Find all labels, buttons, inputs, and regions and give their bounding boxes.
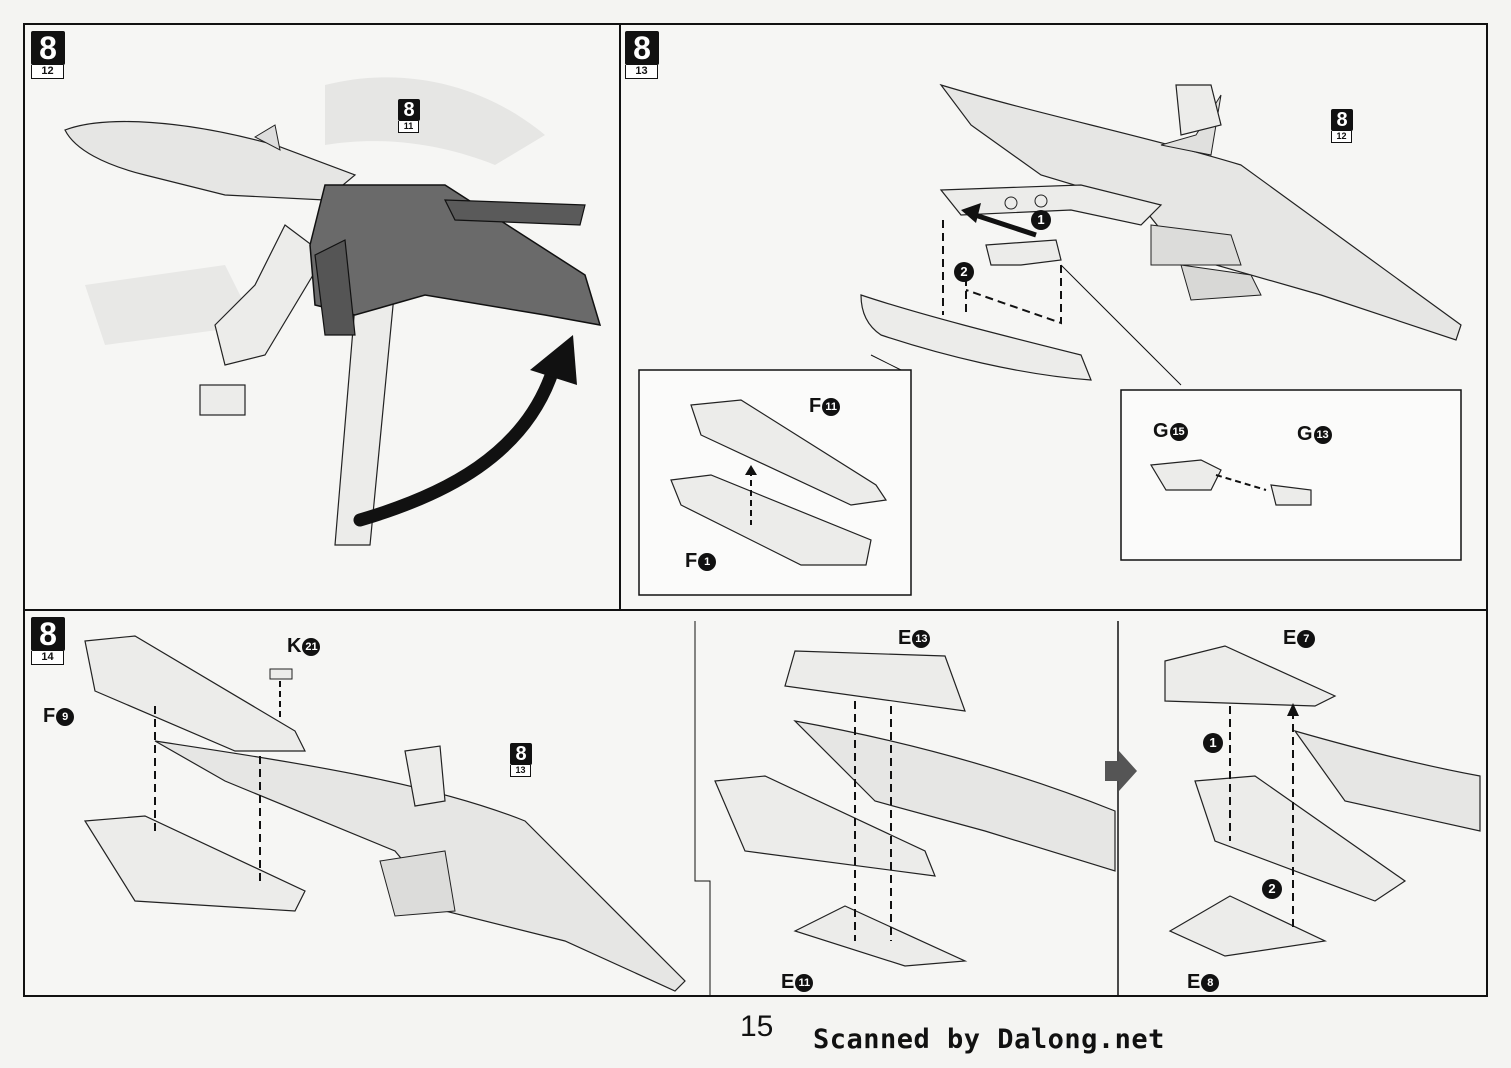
part-number: 13: [912, 630, 931, 648]
step-marker-2: 2: [954, 262, 974, 282]
assembly-illustration-wing-attach: [64, 77, 602, 546]
part-number: 7: [1297, 630, 1316, 648]
step-subnumber: 14: [31, 651, 64, 665]
scan-credit: Scanned by Dalong.net: [813, 1024, 1165, 1055]
step-marker-2: 2: [1262, 879, 1282, 899]
part-letter: F: [685, 550, 698, 572]
reference-badge: 8 13: [510, 743, 532, 777]
reference-step-subnumber: 13: [510, 765, 531, 777]
part-letter: E: [781, 971, 795, 993]
part-number: 9: [56, 708, 75, 726]
part-number: 13: [1313, 426, 1332, 444]
reference-badge: 8 12: [1331, 109, 1353, 143]
step-badge: 8 14: [31, 617, 65, 665]
part-letter: G: [1153, 420, 1169, 442]
step-marker-1: 1: [1203, 733, 1223, 753]
reference-step-subnumber: 12: [1331, 131, 1352, 143]
reference-step-subnumber: 11: [398, 121, 419, 133]
step-number: 8: [31, 31, 65, 65]
part-letter: E: [1187, 971, 1201, 993]
part-letter: E: [898, 627, 912, 649]
assembly-illustration-covers: [83, 621, 1481, 995]
part-number: 21: [302, 638, 321, 656]
part-number: 11: [795, 974, 814, 992]
reference-badge: 8 11: [398, 99, 420, 133]
part-number: 11: [822, 398, 841, 416]
part-letter: K: [287, 635, 302, 657]
page-number: 15: [740, 1010, 774, 1043]
step-number: 8: [31, 617, 65, 651]
part-letter: G: [1297, 423, 1313, 445]
reference-step-number: 8: [510, 743, 532, 765]
reference-step-number: 8: [398, 99, 420, 121]
assembly-illustration-pod-attach: [638, 83, 1462, 596]
part-number: 8: [1201, 974, 1220, 992]
step-subnumber: 12: [31, 65, 64, 79]
panel-step-8-12: 8 12 8 11: [23, 23, 621, 611]
part-number: 1: [698, 553, 717, 571]
step-badge: 8 12: [31, 31, 65, 79]
part-letter: F: [43, 705, 56, 727]
part-number: 15: [1169, 423, 1188, 441]
step-number: 8: [625, 31, 659, 65]
reference-step-number: 8: [1331, 109, 1353, 131]
step-marker-1: 1: [1031, 210, 1051, 230]
part-letter: F: [809, 395, 822, 417]
part-letter: E: [1283, 627, 1297, 649]
curved-arrow-icon: [353, 363, 560, 527]
step-subnumber: 13: [625, 65, 658, 79]
step-badge: 8 13: [625, 31, 659, 79]
